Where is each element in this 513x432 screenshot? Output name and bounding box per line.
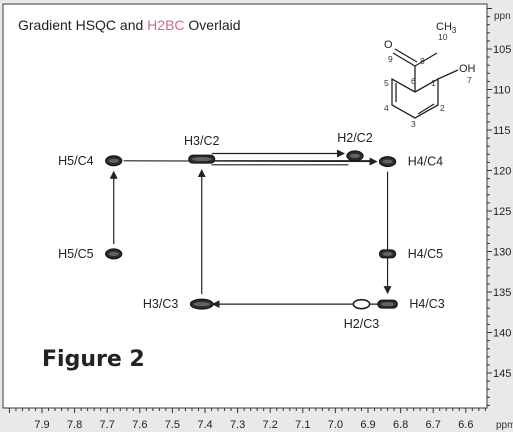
cross-peak-h2-c3	[352, 298, 371, 310]
title-part-3: Overlaid	[185, 17, 241, 33]
oxygen-label: O	[384, 39, 393, 51]
chart-title: Gradient HSQC and H2BC Overlaid	[18, 17, 241, 33]
cross-peak-core	[382, 159, 393, 164]
figure-label: Figure 2	[42, 347, 145, 372]
peak-label-h3-c2: H3/C2	[184, 134, 219, 148]
x-tick-label: 6.7	[426, 419, 441, 431]
cross-peak-core	[349, 153, 361, 158]
hydroxyl-label: OH	[459, 63, 476, 75]
peak-label-h4-c5: H4/C5	[408, 247, 443, 261]
cross-peak-core	[191, 157, 212, 162]
y-tick-label: 120	[493, 166, 511, 178]
axis-layer: 7.9 7.8 7.7 7.6 7.5 7.4 7.3 7.2 7.1 7.0 6.9 6.8 6.7 6…	[8, 8, 513, 431]
peak-label-h5-c4: H5/C4	[58, 154, 93, 168]
methyl-subscript: 3	[452, 26, 457, 35]
atom-number-6: 6	[411, 76, 416, 86]
bond-c8-c10	[414, 52, 438, 67]
peak-label-h4-c4: H4/C4	[408, 155, 443, 169]
y-tick-label: 115	[493, 125, 511, 137]
y-axis-unit: ppn	[494, 11, 511, 22]
peak-label-h4-c3: H4/C3	[409, 297, 444, 311]
y-tick-label: 125	[493, 206, 511, 218]
peak-label-h2-c2: H2/C2	[337, 131, 372, 145]
y-tick-label: 130	[493, 247, 511, 259]
x-tick-label: 7.6	[132, 419, 147, 431]
cross-peaks	[105, 150, 398, 310]
x-axis-unit: ppm	[496, 420, 513, 431]
ring-double-bond-2	[417, 103, 435, 115]
atom-number-5: 5	[384, 78, 389, 88]
x-tick-label: 7.2	[263, 419, 278, 431]
y-tick-label: 110	[493, 85, 511, 97]
x-tick-label: 7.5	[165, 419, 180, 431]
atom-number-10: 10	[438, 32, 448, 42]
atom-number-9: 9	[388, 54, 393, 64]
methyl-label: CH3	[436, 21, 457, 35]
x-tick-label: 6.6	[458, 419, 473, 431]
atom-number-2: 2	[440, 103, 445, 113]
cross-peak-core	[108, 251, 119, 256]
peak-label-h2-c3: H2/C3	[344, 317, 379, 331]
cross-peak-core	[193, 302, 211, 307]
y-tick-label: 145	[493, 368, 511, 380]
methyl-ch: CH	[436, 21, 452, 33]
bond-c8-o9-double	[394, 48, 418, 63]
x-tick-label: 7.3	[230, 419, 245, 431]
cross-peak-core	[380, 302, 395, 307]
atom-number-4: 4	[384, 103, 389, 113]
y-tick-label: 105	[493, 44, 511, 56]
x-tick-label: 7.9	[34, 419, 49, 431]
y-tick-label: 135	[493, 287, 511, 299]
peak-label-h5-c5: H5/C5	[58, 247, 93, 261]
bond-c1-o7	[437, 69, 459, 80]
x-tick-label: 7.4	[197, 419, 212, 431]
atom-number-7: 7	[467, 75, 472, 85]
y-tick-label: 140	[493, 328, 511, 340]
cross-peak-core	[108, 158, 119, 163]
atom-number-1: 1	[431, 78, 436, 88]
acetophenone-structure: O CH3 OH 9 8 10 6 1 5 7 4 2 3	[384, 21, 476, 129]
atom-number-3: 3	[411, 119, 416, 129]
plot-area	[2, 3, 488, 409]
title-part-2: H2BC	[147, 17, 184, 33]
x-tick-label: 7.1	[295, 419, 310, 431]
connection-arrows	[109, 149, 392, 309]
x-tick-label: 7.8	[67, 419, 82, 431]
title-part-1: Gradient HSQC and	[18, 17, 147, 33]
bond-c8-o9	[392, 52, 416, 67]
x-tick-label: 7.7	[100, 419, 115, 431]
cross-peak-core	[382, 251, 393, 256]
x-tick-label: 6.9	[360, 419, 375, 431]
atom-number-8: 8	[420, 56, 425, 66]
peak-label-h3-c3: H3/C3	[143, 297, 178, 311]
x-tick-label: 6.8	[393, 419, 408, 431]
x-tick-label: 7.0	[328, 419, 343, 431]
